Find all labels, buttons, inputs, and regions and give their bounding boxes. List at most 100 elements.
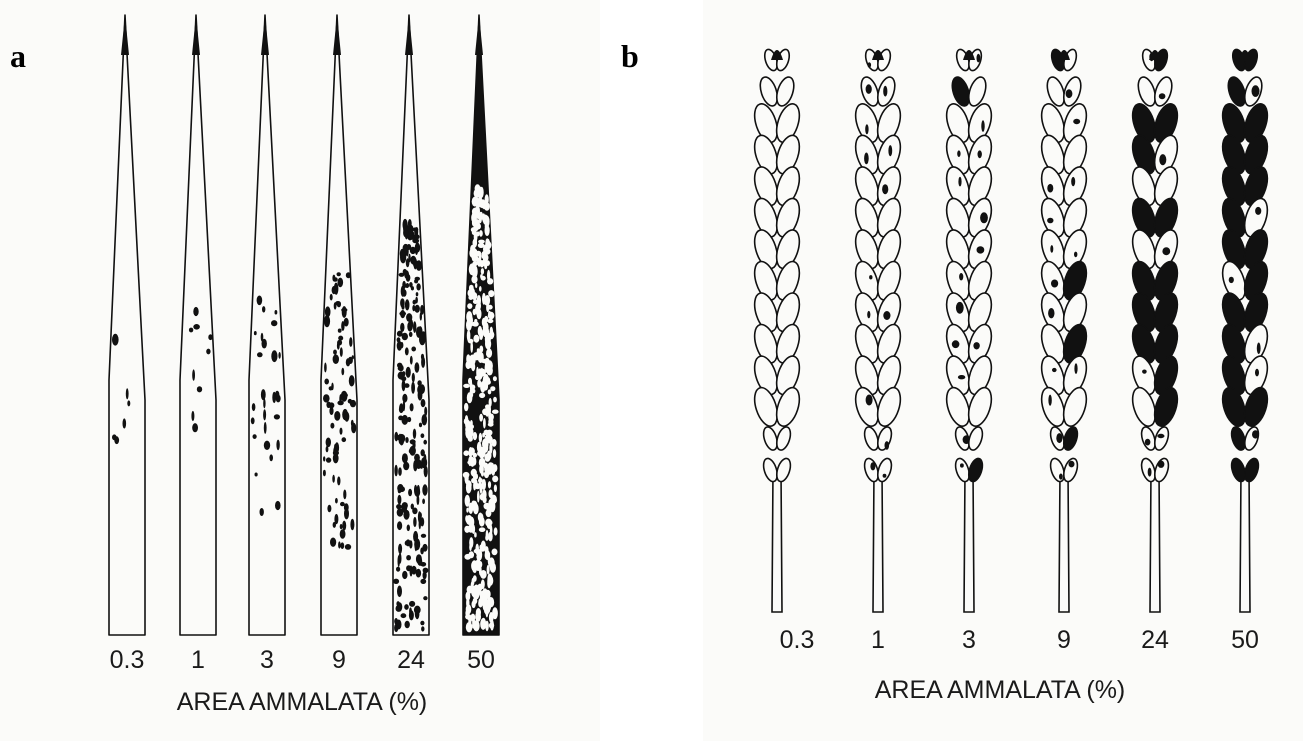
lesion-spot bbox=[406, 555, 411, 560]
lesion-spot bbox=[415, 305, 420, 313]
lesion-spot bbox=[346, 272, 351, 278]
lesion-spot bbox=[885, 441, 890, 450]
lesion-spot bbox=[407, 244, 412, 250]
lesion-spot bbox=[396, 620, 402, 630]
lesion-spot bbox=[252, 403, 256, 411]
ear-stem bbox=[772, 470, 782, 612]
lesion-spot bbox=[424, 466, 428, 478]
lesion-spot bbox=[257, 352, 263, 357]
lesion-spot bbox=[338, 541, 341, 548]
lesion-spot bbox=[420, 547, 424, 554]
lesion-spot bbox=[487, 239, 490, 246]
lesion-spot bbox=[471, 501, 475, 510]
lesion-spot bbox=[479, 561, 482, 568]
lesion-spot bbox=[958, 375, 965, 379]
lesion-spot bbox=[400, 252, 406, 264]
lesion-spot bbox=[412, 373, 415, 383]
lesion-spot bbox=[405, 621, 410, 628]
lesion-spot bbox=[400, 298, 405, 307]
lesion-spot bbox=[479, 433, 482, 443]
lesion-spot bbox=[484, 430, 489, 436]
lesion-spot bbox=[866, 395, 873, 406]
lesion-spot bbox=[420, 465, 423, 469]
spikelet bbox=[1240, 385, 1271, 429]
lesion-spot bbox=[278, 352, 280, 359]
lesion-spot bbox=[323, 470, 326, 477]
lesion-spot bbox=[1074, 363, 1077, 374]
ear-stem bbox=[1150, 470, 1160, 612]
ear-severity-label: 50 bbox=[1231, 626, 1259, 654]
lesion-spot bbox=[870, 462, 875, 470]
lesion-spot bbox=[489, 489, 493, 498]
lesion-spot bbox=[484, 471, 489, 479]
lesion-spot bbox=[114, 436, 119, 444]
lesion-spot bbox=[488, 290, 494, 297]
ear-3 bbox=[942, 48, 995, 612]
spikelet bbox=[1061, 457, 1080, 484]
spikelet bbox=[966, 457, 985, 484]
lesion-spot bbox=[483, 216, 490, 225]
lesion-spot bbox=[470, 341, 473, 353]
lesion-spot bbox=[405, 437, 408, 443]
lesion-spot bbox=[417, 485, 420, 495]
lesion-spot bbox=[325, 306, 331, 317]
lesion-spot bbox=[338, 336, 343, 341]
lesion-spot bbox=[485, 225, 490, 236]
lesion-spot bbox=[486, 509, 492, 517]
lesion-spot bbox=[327, 505, 331, 512]
lesion-spot bbox=[477, 491, 480, 503]
lesion-spot bbox=[472, 601, 476, 609]
lesion-spot bbox=[405, 347, 409, 355]
spikelet bbox=[1061, 425, 1080, 452]
lesion-spot bbox=[417, 557, 420, 565]
lesion-spot bbox=[396, 504, 402, 509]
leaf-severity-label: 0.3 bbox=[110, 646, 145, 674]
lesion-spot bbox=[421, 399, 426, 407]
lesion-spot bbox=[869, 275, 872, 279]
lesion-spot bbox=[403, 401, 405, 412]
lesion-spot bbox=[957, 150, 960, 157]
lesion-spot bbox=[402, 394, 407, 403]
lesion-spot bbox=[351, 420, 354, 427]
lesion-spot bbox=[112, 334, 119, 346]
ear-severity-label: 0.3 bbox=[780, 626, 815, 654]
lesion-spot bbox=[474, 532, 477, 537]
leaf-50 bbox=[463, 15, 499, 635]
lesion-spot bbox=[408, 254, 410, 263]
lesion-spot bbox=[1148, 468, 1152, 477]
lesion-spot bbox=[409, 601, 415, 607]
spikelet bbox=[774, 457, 793, 484]
lesion-spot bbox=[260, 508, 264, 516]
lesion-spot bbox=[479, 477, 482, 486]
lesion-spot bbox=[417, 495, 420, 505]
leaf-3 bbox=[249, 15, 285, 635]
lesion-spot bbox=[400, 310, 405, 318]
lesion-spot bbox=[882, 184, 888, 194]
lesion-spot bbox=[473, 335, 479, 343]
panel-label-a: a bbox=[10, 38, 26, 75]
leaf-diagram: 0.31392450 AREA AMMALATA (%) bbox=[0, 0, 600, 741]
lesion-spot bbox=[472, 622, 475, 628]
lesion-spot bbox=[421, 626, 424, 631]
lesion-spot bbox=[1069, 461, 1075, 468]
lesion-spot bbox=[348, 399, 352, 404]
lesion-spot bbox=[398, 365, 403, 372]
lesion-spot bbox=[334, 514, 338, 524]
lesion-spot bbox=[475, 376, 480, 381]
lesion-spot bbox=[251, 417, 255, 424]
lesion-spot bbox=[333, 451, 339, 456]
lesion-spot bbox=[408, 219, 412, 228]
lesion-spot bbox=[421, 433, 425, 438]
ear-severity-label: 9 bbox=[1057, 626, 1071, 654]
spikelet bbox=[1152, 425, 1171, 452]
lesion-spot bbox=[276, 395, 281, 403]
lesion-spot bbox=[1145, 439, 1151, 446]
lesion-spot bbox=[338, 329, 342, 333]
lesion-spot bbox=[275, 310, 278, 315]
lesion-spot bbox=[206, 349, 210, 355]
lesion-spot bbox=[408, 489, 412, 496]
lesion-spot bbox=[484, 381, 488, 390]
spikelet bbox=[772, 385, 803, 429]
lesion-spot bbox=[337, 272, 341, 276]
lesion-spot bbox=[414, 454, 420, 462]
